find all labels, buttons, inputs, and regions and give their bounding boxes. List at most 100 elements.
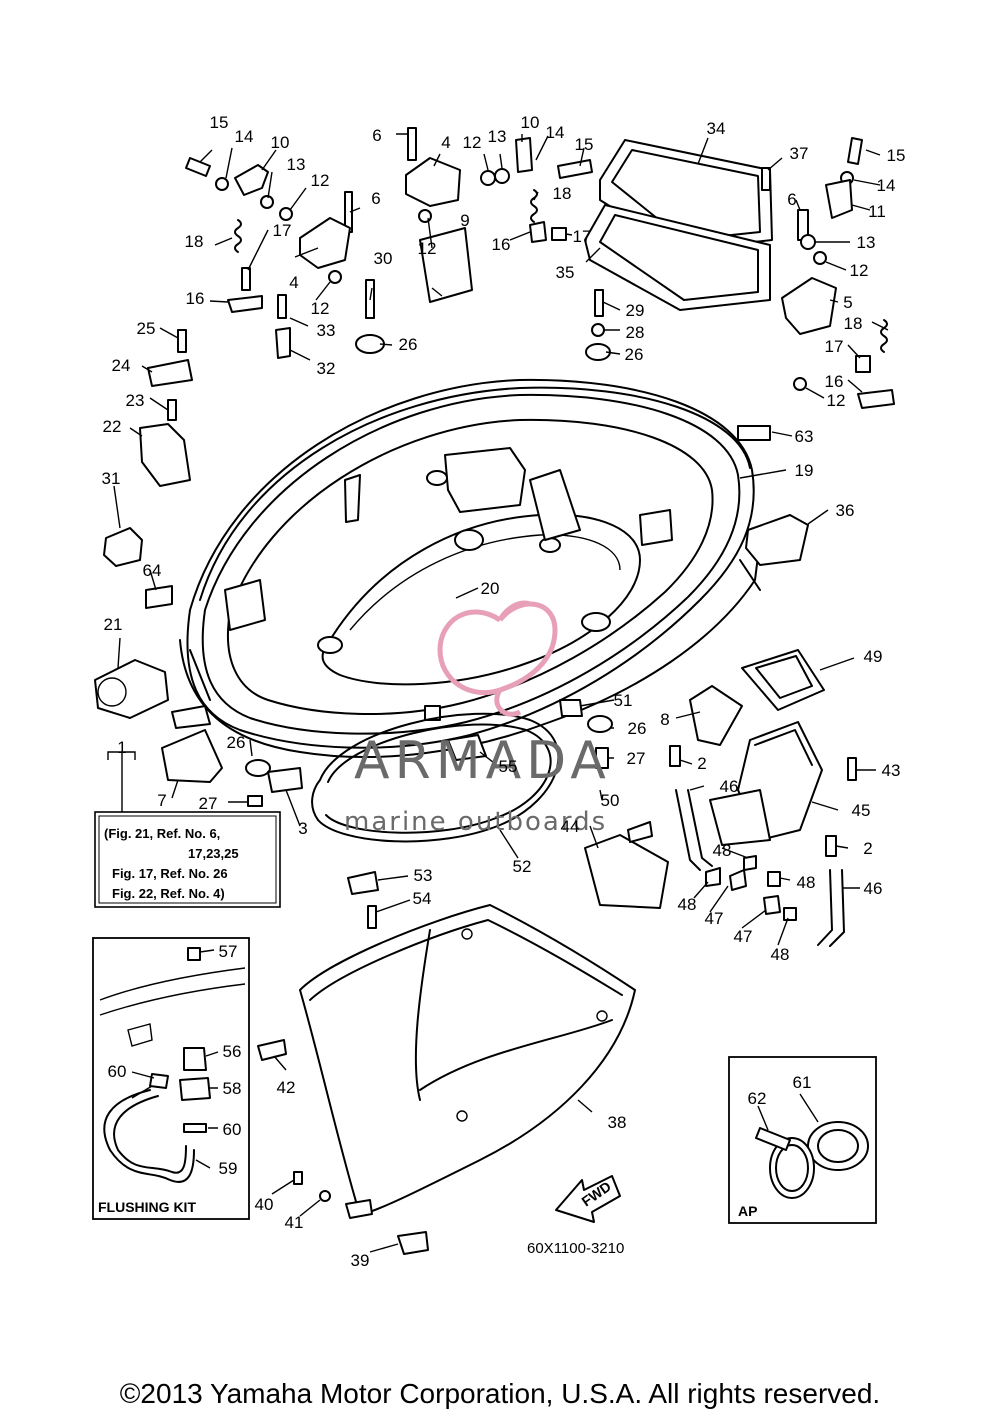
center-clamp-assembly — [405, 127, 611, 361]
ref-note-line-4: Fig. 22, Ref. No. 4) — [112, 886, 225, 901]
callout-61: 61 — [793, 1073, 812, 1092]
callout-1: 1 — [117, 738, 126, 757]
callout-13: 13 — [857, 233, 876, 252]
callout-53: 53 — [414, 866, 433, 885]
flushing-kit-box: FLUSHING KIT — [92, 937, 250, 1220]
callout-47: 47 — [734, 927, 753, 946]
callout-54: 54 — [413, 889, 432, 908]
callout-4: 4 — [289, 273, 298, 292]
callout-2: 2 — [863, 839, 872, 858]
callout-15: 15 — [887, 146, 906, 165]
callout-26: 26 — [625, 345, 644, 364]
callout-62: 62 — [748, 1089, 767, 1108]
callout-20: 20 — [481, 579, 500, 598]
copyright-notice: ©2013 Yamaha Motor Corporation, U.S.A. A… — [119, 1378, 881, 1409]
callout-9: 9 — [460, 211, 469, 230]
callout-43: 43 — [882, 761, 901, 780]
callout-17: 17 — [273, 221, 292, 240]
ap-box: AP — [728, 1056, 877, 1224]
callout-56: 56 — [223, 1042, 242, 1061]
callout-34: 34 — [707, 119, 726, 138]
callout-31: 31 — [102, 469, 121, 488]
callout-22: 22 — [103, 417, 122, 436]
callout-12: 12 — [463, 133, 482, 152]
callout-60: 60 — [108, 1062, 127, 1081]
callout-44: 44 — [561, 817, 580, 836]
callout-6: 6 — [371, 189, 380, 208]
callout-59: 59 — [219, 1159, 238, 1178]
callout-63: 63 — [795, 427, 814, 446]
watermark-brand: ARMADA — [354, 731, 611, 791]
callout-55: 55 — [499, 757, 518, 776]
bottom-cowling — [179, 378, 761, 758]
callout-64: 64 — [143, 561, 162, 580]
seal-52 — [311, 712, 560, 843]
diagram-code: 60X1100-3210 — [527, 1240, 624, 1257]
callout-21: 21 — [104, 615, 123, 634]
callout-38: 38 — [608, 1113, 627, 1132]
callout-6: 6 — [372, 126, 381, 145]
reference-note-box: (Fig. 21, Ref. No. 6, 17,23,25 Fig. 17, … — [94, 811, 281, 908]
callout-26: 26 — [227, 733, 246, 752]
callout-32: 32 — [317, 359, 336, 378]
callout-47: 47 — [705, 909, 724, 928]
callout-3: 3 — [298, 819, 307, 838]
callout-8: 8 — [660, 710, 669, 729]
callout-18: 18 — [844, 314, 863, 333]
seal-19 — [199, 386, 751, 601]
callout-48: 48 — [678, 895, 697, 914]
callout-12: 12 — [311, 299, 330, 318]
callout-2: 2 — [697, 754, 706, 773]
callout-33: 33 — [317, 321, 336, 340]
callout-48: 48 — [713, 841, 732, 860]
callout-18: 18 — [185, 232, 204, 251]
callout-52: 52 — [513, 857, 532, 876]
callout-25: 25 — [137, 319, 156, 338]
ap-label: AP — [738, 1203, 757, 1219]
callout-16: 16 — [186, 289, 205, 308]
callout-24: 24 — [112, 356, 131, 375]
callout-27: 27 — [199, 794, 218, 813]
apron-38 — [257, 871, 636, 1255]
callout-46: 46 — [864, 879, 883, 898]
callout-numbers: 15 14 10 13 12 6 18 17 4 12 16 33 30 32 … — [102, 113, 906, 1270]
exploded-view-drawing: (Fig. 21, Ref. No. 6, 17,23,25 Fig. 17, … — [92, 113, 906, 1270]
callout-17: 17 — [825, 337, 844, 356]
callout-12: 12 — [418, 239, 437, 258]
intake-assembly — [584, 649, 857, 947]
callout-14: 14 — [877, 176, 896, 195]
callout-35: 35 — [556, 263, 575, 282]
callout-36: 36 — [836, 501, 855, 520]
callout-27: 27 — [627, 749, 646, 768]
callout-13: 13 — [287, 155, 306, 174]
watermark: ARMADA marine outboards — [344, 600, 611, 837]
callout-15: 15 — [210, 113, 229, 132]
callout-48: 48 — [771, 945, 790, 964]
callout-6: 6 — [787, 190, 796, 209]
ref-note-line-1: (Fig. 21, Ref. No. 6, — [104, 826, 220, 841]
callout-41: 41 — [285, 1213, 304, 1232]
fwd-arrow: FWD — [555, 1175, 621, 1223]
callout-14: 14 — [546, 123, 565, 142]
callout-17: 17 — [573, 227, 592, 246]
cover-plate-assembly — [584, 139, 773, 311]
callout-50: 50 — [601, 791, 620, 810]
watermark-tagline: marine outboards — [344, 807, 607, 837]
callout-12: 12 — [311, 171, 330, 190]
watermark-logo — [437, 600, 558, 717]
callout-16: 16 — [492, 235, 511, 254]
callout-13: 13 — [488, 127, 507, 146]
callout-42: 42 — [277, 1078, 296, 1097]
callout-19: 19 — [795, 461, 814, 480]
callout-49: 49 — [864, 647, 883, 666]
flushing-kit-label: FLUSHING KIT — [98, 1199, 196, 1215]
callout-26: 26 — [628, 719, 647, 738]
left-clamp-assembly — [94, 157, 385, 719]
callout-4: 4 — [441, 133, 450, 152]
callout-10: 10 — [271, 133, 290, 152]
callout-18: 18 — [553, 184, 572, 203]
ref-note-line-3: Fig. 17, Ref. No. 26 — [112, 866, 228, 881]
ref-note-line-2: 17,23,25 — [188, 846, 239, 861]
callout-16: 16 — [825, 372, 844, 391]
